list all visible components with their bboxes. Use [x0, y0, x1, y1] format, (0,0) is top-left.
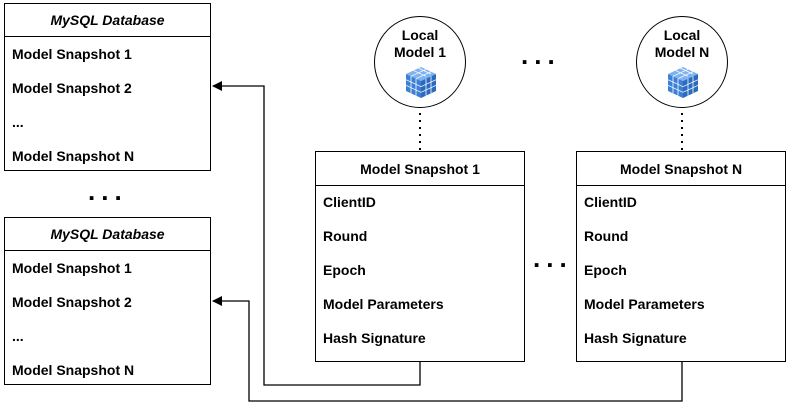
- database-row: ...: [12, 114, 24, 130]
- database-title: MySQL Database: [5, 4, 210, 37]
- local-models-ellipsis: ...: [521, 40, 561, 70]
- database-row: Model Snapshot 2: [12, 294, 132, 310]
- snapshot-field: Epoch: [323, 262, 366, 278]
- snapshot-field: Round: [584, 228, 629, 244]
- model-snapshot-n: Model Snapshot N ClientID Round Epoch Mo…: [576, 151, 786, 362]
- database-row: Model Snapshot 1: [12, 260, 132, 276]
- local-model-label: Local: [401, 27, 439, 43]
- snapshot-field: Model Parameters: [584, 296, 705, 312]
- mysql-database-1: MySQL Database Model Snapshot 1 Model Sn…: [4, 3, 211, 171]
- local-model-1: Local Model 1: [374, 16, 466, 108]
- arrow-snapshot-1-to-db-1: [212, 81, 421, 386]
- local-model-label: Model 1: [393, 44, 447, 60]
- local-model-label: Model N: [654, 44, 710, 60]
- snapshot-field: Hash Signature: [323, 330, 426, 346]
- snapshots-ellipsis: ...: [533, 243, 573, 273]
- model-snapshot-1: Model Snapshot 1 ClientID Round Epoch Mo…: [315, 151, 525, 362]
- snapshot-field: Hash Signature: [584, 330, 687, 346]
- database-row: Model Snapshot N: [12, 362, 135, 378]
- snapshot-field: Model Parameters: [323, 296, 444, 312]
- mysql-database-2: MySQL Database Model Snapshot 1 Model Sn…: [4, 217, 211, 385]
- snapshot-field: Epoch: [584, 262, 627, 278]
- database-title: MySQL Database: [5, 218, 210, 251]
- database-row: Model Snapshot N: [12, 148, 135, 164]
- database-ellipsis: ...: [88, 176, 128, 206]
- cube-grid-icon: [406, 67, 436, 98]
- snapshot-field: ClientID: [584, 194, 637, 210]
- snapshot-field: ClientID: [323, 194, 376, 210]
- arrow-snapshot-n-to-db-2: [212, 296, 683, 402]
- local-model-n: Local Model N: [636, 16, 728, 108]
- database-row: Model Snapshot 1: [12, 46, 132, 62]
- database-row: ...: [12, 328, 24, 344]
- snapshot-title: Model Snapshot 1: [316, 152, 524, 186]
- snapshot-title: Model Snapshot N: [577, 152, 785, 186]
- cube-grid-icon: [668, 67, 698, 98]
- database-row: Model Snapshot 2: [12, 80, 132, 96]
- snapshot-field: Round: [323, 228, 368, 244]
- local-model-label: Local: [663, 27, 701, 43]
